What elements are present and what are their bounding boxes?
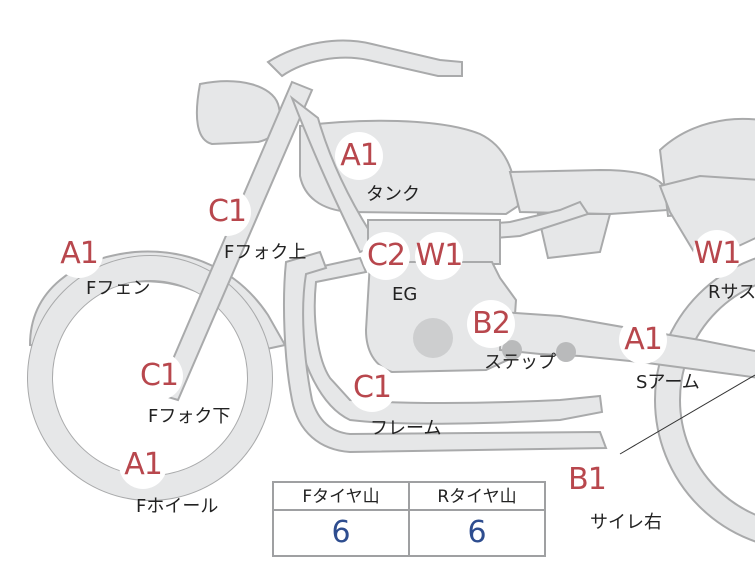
label-fork-lower: Fフォク下 [148,406,231,427]
rear-wheel-outer [654,257,755,543]
rear-wheel-inner [679,284,755,516]
label-engine: EG [392,284,418,305]
label-tank: タンク [366,184,420,205]
label-muffler-right: サイレ右 [590,512,662,533]
seat-shape [508,168,669,216]
frame-shape [289,95,590,254]
label-fork-upper: Fフォク上 [224,242,307,263]
marker-tank: A1 [335,132,383,180]
rear-tire-header: Rタイヤ山 [410,483,544,511]
marker-engine-c2: C2 [362,232,410,280]
marker-engine-w1: W1 [415,232,463,280]
marker-swing-arm: A1 [619,316,667,364]
label-step: ステップ [484,352,556,373]
rear-tire-value: 6 [467,515,487,550]
label-rear-suspension: Rサス [708,282,755,303]
step-peg-right [556,342,576,362]
marker-step: B2 [467,300,515,348]
marker-muffler-right: B1 [563,456,611,504]
marker-fork-upper: C1 [203,188,251,236]
exhaust-shape [283,250,608,454]
handlebar-shape [266,39,463,78]
marker-frame: C1 [348,364,396,412]
frame-down-shape [295,256,604,425]
label-swing-arm: Sアーム [636,372,700,393]
marker-front-fender: A1 [55,230,103,278]
marker-front-wheel: A1 [119,441,167,489]
muffler-leader-line [619,374,755,455]
tire-tread-table: Fタイヤ山 Rタイヤ山 6 6 [272,481,546,557]
fork-shape [156,80,314,402]
marker-rear-suspension: W1 [693,230,741,278]
step-peg-left [502,340,522,360]
headlight-shape [195,80,281,146]
label-frame: フレーム [370,418,442,439]
label-front-fender: Fフェン [86,278,151,299]
front-tire-value: 6 [274,511,410,555]
engine-cover [413,318,453,358]
front-tire-header: Fタイヤ山 [274,483,410,511]
label-front-wheel: Fホイール [136,496,219,517]
marker-fork-lower: C1 [135,352,183,400]
rear-tire-band [655,258,755,542]
